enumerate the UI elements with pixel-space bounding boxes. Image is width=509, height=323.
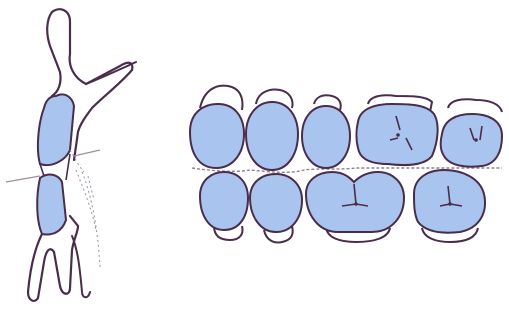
upper-tooth-4 — [357, 95, 438, 165]
buccal-occlusion-view — [190, 86, 502, 243]
upper-tooth-5 — [441, 99, 502, 166]
lower-enamel — [37, 175, 66, 235]
lower-tooth-4 — [414, 170, 485, 242]
upper-enamel — [38, 94, 74, 165]
upper-tooth-1 — [190, 86, 244, 168]
upper-tooth-3 — [302, 95, 350, 168]
lower-root-right — [72, 236, 90, 297]
lower-tooth-1 — [200, 172, 248, 240]
lateral-occlusion-view — [6, 9, 136, 301]
lower-tooth-3 — [306, 172, 404, 242]
tissue-hatching — [70, 150, 100, 268]
upper-tooth-2 — [246, 90, 298, 170]
lower-tooth-2 — [250, 174, 302, 243]
